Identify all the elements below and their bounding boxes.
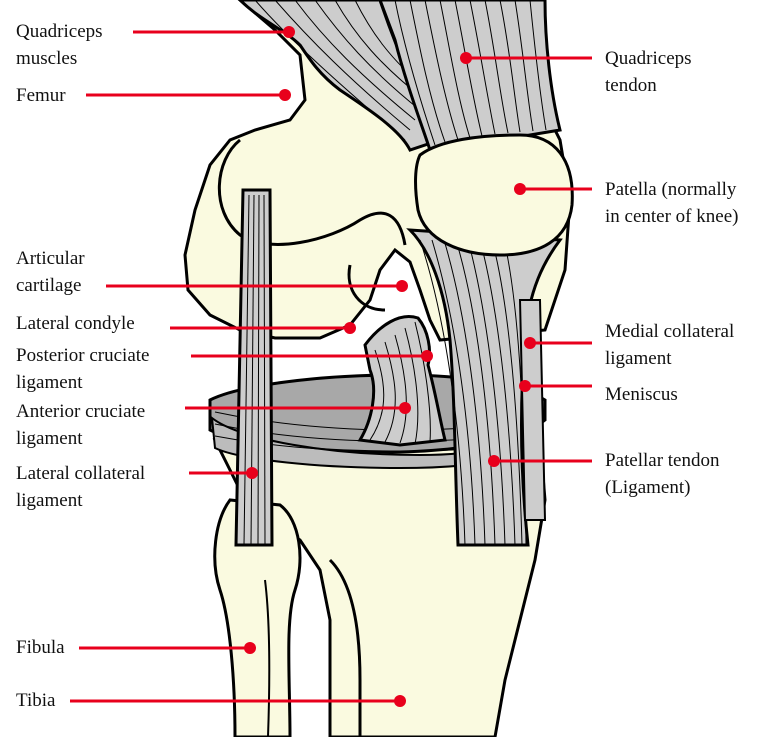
label-femur: Femur [16, 85, 66, 106]
label-patella: Patella (normally in center of knee) [605, 179, 739, 227]
lcl-fibers [243, 194, 266, 546]
left-leader-lines [70, 26, 433, 707]
label-patellar-tendon: Patellar tendon (Ligament) [605, 450, 720, 498]
label-posterior-cruciate-ligament: Posterior cruciate ligament [16, 345, 150, 393]
label-quadriceps-muscles: Quadriceps muscles [16, 21, 103, 69]
label-meniscus: Meniscus [605, 384, 678, 405]
condyle-contour-2 [347, 264, 386, 312]
tibia-contour [328, 558, 362, 737]
condyle-contour [217, 138, 407, 246]
label-fibula: Fibula [16, 637, 65, 658]
medial-collateral-ligament-shape [518, 299, 547, 521]
label-lateral-condyle: Lateral condyle [16, 313, 135, 334]
fibula-shape [213, 498, 302, 737]
label-medial-collateral-ligament: Medial collateral ligament [605, 321, 735, 369]
quadriceps-tendon-fibers [394, 0, 547, 146]
cruciate-fibers [369, 321, 431, 445]
fibula-contour [264, 579, 271, 737]
patella-shape [414, 133, 574, 257]
label-lateral-collateral-ligament: Lateral collateral ligament [16, 463, 146, 511]
label-tibia: Tibia [16, 690, 56, 711]
cruciate-ligaments-shape [357, 315, 447, 447]
label-quadriceps-tendon: Quadriceps tendon [605, 48, 692, 96]
right-leader-lines [460, 52, 592, 467]
label-articular-cartilage: Articular cartilage [16, 248, 85, 296]
label-anterior-cruciate-ligament: Anterior cruciate ligament [16, 401, 146, 449]
